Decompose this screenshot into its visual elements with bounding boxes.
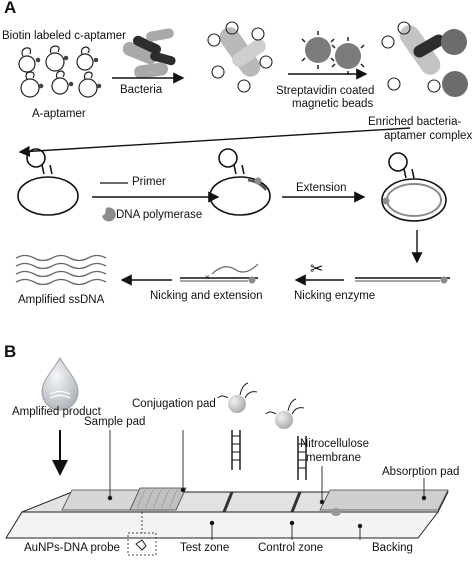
ds-product [355, 276, 450, 284]
nitrocellulose-caption-2: membrane [306, 452, 361, 464]
aunp-probe-caption: AuNPs-DNA probe [24, 542, 120, 554]
polymerase-icon [102, 207, 116, 222]
template-circle-1 [17, 148, 79, 216]
a-aptamer-caption: A-aptamer [32, 108, 86, 120]
scissors-icon: ✂ [310, 259, 323, 278]
backing-caption: Backing [372, 542, 413, 554]
nicked-product: × [180, 263, 259, 284]
polymerase-caption: DNA polymerase [116, 209, 203, 221]
bacteria-aptamer-complex [207, 21, 273, 93]
template-circle-3 [381, 152, 447, 222]
nitrocellulose-caption-1: Nitrocellulose [300, 438, 370, 450]
panel-label-a: A [4, 0, 17, 17]
control-zone-caption: Control zone [258, 542, 324, 554]
enriched-caption-1: Enriched bacteria- [368, 116, 462, 128]
test-zone-caption: Test zone [180, 542, 230, 554]
bacteria-caption: Bacteria [120, 84, 163, 96]
enriched-caption-2: aptamer complex [384, 130, 473, 142]
ssdna-waves [15, 254, 107, 286]
svg-text:×: × [205, 273, 210, 282]
conjugation-pad-caption: Conjugation pad [132, 398, 216, 410]
nicking-enzyme-caption: Nicking enzyme [294, 290, 376, 302]
capture-probes [217, 382, 307, 480]
bacteria-cluster [122, 28, 176, 79]
probe-inset [127, 512, 157, 556]
absorption-pad-caption: Absorption pad [382, 466, 460, 478]
droplet-icon [41, 356, 79, 411]
extension-caption: Extension [296, 182, 347, 194]
lateral-flow-strip [5, 487, 449, 539]
primer-caption: Primer [132, 176, 166, 188]
sample-pad-caption: Sample pad [84, 416, 146, 428]
panel-label-b: B [4, 342, 17, 361]
enriched-complex [381, 21, 468, 97]
biotin-caption: Biotin labeled c-aptamer [2, 30, 127, 42]
streptavidin-caption-2: magnetic beads [292, 98, 374, 110]
amplified-ssdna-caption: Amplified ssDNA [18, 294, 105, 306]
aptamer-pool [18, 45, 98, 98]
streptavidin-caption-1: Streptavidin coated [276, 85, 375, 97]
nicking-extension-caption: Nicking and extension [150, 290, 263, 302]
amplified-product-caption: Amplified product [12, 406, 101, 418]
streptavidin-beads [301, 31, 365, 75]
